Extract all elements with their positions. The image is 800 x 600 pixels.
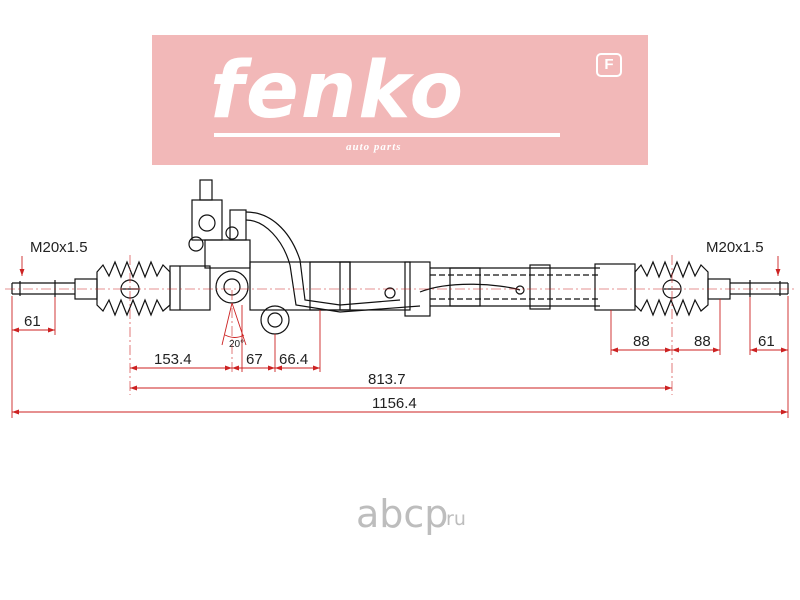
dim-end-right: 61 bbox=[758, 333, 775, 350]
dim-rack-span: 813.7 bbox=[368, 371, 406, 388]
valve-body bbox=[188, 179, 251, 269]
thread-left-label: M20x1.5 bbox=[30, 239, 88, 256]
logo-brand-text: fenko bbox=[210, 46, 466, 136]
dim-end-left: 61 bbox=[24, 313, 41, 330]
watermark-text: abcp bbox=[356, 492, 449, 536]
logo-badge-icon: F bbox=[596, 53, 622, 77]
housing-mid bbox=[249, 261, 351, 311]
logo-tagline: auto parts bbox=[346, 141, 402, 153]
dim-left-a: 153.4 bbox=[154, 351, 192, 368]
logo-underline bbox=[214, 133, 560, 137]
power-cylinder bbox=[384, 264, 600, 310]
dim-right-a: 88 bbox=[633, 333, 650, 350]
thread-right-label: M20x1.5 bbox=[706, 239, 764, 256]
housing-right bbox=[594, 263, 636, 311]
hydraulic-line-2 bbox=[245, 219, 421, 313]
logo-banner: fenko auto parts F bbox=[152, 35, 648, 165]
right-boot bbox=[634, 260, 709, 317]
hydraulic-line-1 bbox=[245, 211, 401, 306]
housing-left bbox=[169, 265, 211, 311]
dimension-lines bbox=[11, 256, 789, 418]
rack-assembly bbox=[11, 179, 789, 335]
dim-left-c: 66.4 bbox=[279, 351, 308, 368]
left-boot bbox=[96, 260, 171, 317]
dim-overall: 1156.4 bbox=[372, 395, 417, 412]
watermark: abcp .ru bbox=[318, 490, 478, 540]
dim-left-b: 67 bbox=[246, 351, 263, 368]
dim-right-b: 88 bbox=[694, 333, 711, 350]
dim-angle: 20° bbox=[229, 339, 244, 350]
watermark-tld: .ru bbox=[440, 508, 466, 530]
